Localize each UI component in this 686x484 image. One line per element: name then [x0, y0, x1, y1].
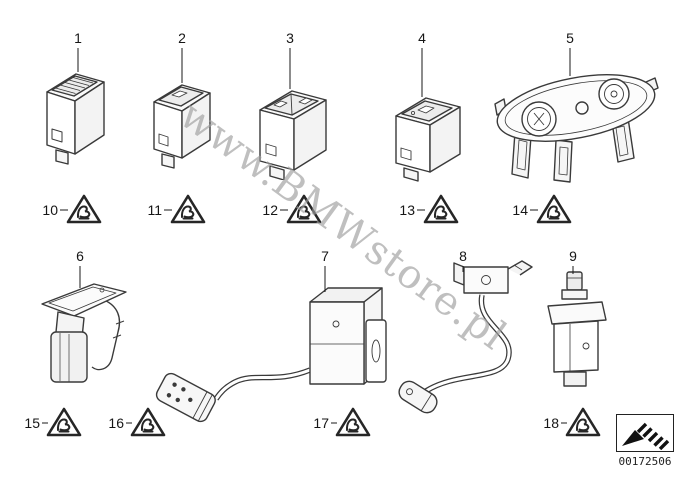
callout-part-3: 3	[286, 30, 294, 46]
callout-mark-13: 13	[399, 202, 415, 218]
callout-mark-16: 16	[108, 415, 124, 431]
part-4-switch-drawing	[395, 97, 461, 182]
part-7-switch-with-connector-drawing	[155, 287, 387, 423]
callout-mark-18: 18	[543, 415, 559, 431]
triangle-mark-14	[536, 194, 572, 224]
callout-mark-10: 10	[42, 202, 58, 218]
callout-mark-14: 14	[512, 202, 528, 218]
triangle-mark-18	[565, 407, 601, 437]
callout-part-6: 6	[76, 248, 84, 264]
part-1-rocker-switch-drawing	[46, 73, 105, 165]
triangle-mark-13	[423, 194, 459, 224]
callout-part-8: 8	[459, 248, 467, 264]
part-5-oval-switch-panel-drawing	[494, 74, 659, 183]
triangle-mark-15	[46, 407, 82, 437]
part-8-sensor-with-cable-drawing	[398, 260, 533, 414]
part-3-window-switch-drawing	[259, 90, 327, 180]
direction-legend-box	[616, 414, 674, 452]
callout-mark-15: 15	[24, 415, 40, 431]
callout-part-9: 9	[569, 248, 577, 264]
callout-mark-12: 12	[262, 202, 278, 218]
callout-part-5: 5	[566, 30, 574, 46]
callout-mark-11: 11	[147, 202, 162, 218]
triangle-mark-10	[66, 194, 102, 224]
diagram-number: 00172506	[618, 455, 672, 468]
callout-part-4: 4	[418, 30, 426, 46]
triangle-mark-16	[130, 407, 166, 437]
part-6-lever-switch-drawing	[41, 283, 127, 383]
callout-part-1: 1	[74, 30, 82, 46]
callout-mark-17: 17	[313, 415, 329, 431]
triangle-mark-17	[335, 407, 371, 437]
part-9-plunger-switch-drawing	[547, 271, 607, 387]
callout-part-7: 7	[321, 248, 329, 264]
part-2-switch-drawing	[153, 84, 211, 169]
hatched-arrow-icon	[622, 422, 670, 450]
triangle-mark-11	[170, 194, 206, 224]
callout-part-2: 2	[178, 30, 186, 46]
